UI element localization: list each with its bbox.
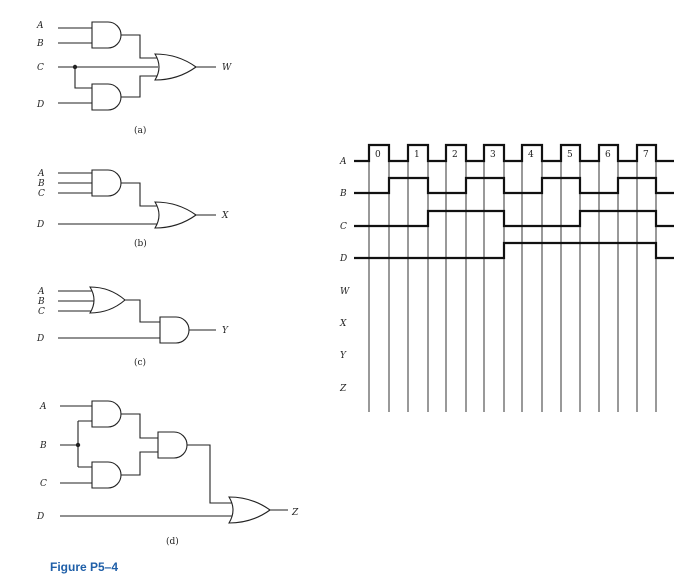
circuit-c-wire-to-and	[125, 299, 160, 323]
circuit-a-input-b: B	[36, 39, 44, 49]
circuit-c-caption: (c)	[134, 357, 146, 368]
circuit-d-input-d: D	[36, 512, 44, 522]
pulse-label-7: 7	[643, 150, 649, 160]
pulse-label-6: 6	[605, 150, 611, 160]
circuit-b-caption: (b)	[134, 238, 147, 249]
timing-label-c: C	[340, 222, 347, 232]
waveform-d	[354, 241, 674, 260]
pulse-label-4: 4	[528, 150, 534, 160]
circuit-b-wires-in	[58, 172, 158, 225]
circuit-d-input-b: B	[39, 441, 47, 451]
timing-diagram: A B C D W X Y Z 0 1 2 3 4 5 6 7	[339, 143, 674, 412]
and-gate-a2	[91, 83, 122, 111]
circuit-c-input-b: B	[37, 297, 45, 307]
timing-gridlines	[368, 145, 657, 412]
waveform-c	[354, 209, 674, 228]
timing-label-b: B	[339, 189, 347, 199]
timing-label-w: W	[340, 287, 350, 297]
circuit-c-output-y: Y	[222, 326, 229, 336]
circuit-b: A B C D X (b)	[36, 169, 229, 249]
circuit-a-output-w: W	[222, 63, 232, 73]
circuit-d: A B C D Z (d)	[36, 400, 299, 547]
circuit-d-output-z: Z	[291, 508, 299, 518]
circuit-a-junction	[72, 64, 78, 70]
pulse-label-1: 1	[414, 150, 420, 160]
circuit-d-input-a: A	[39, 402, 47, 412]
and-gate-b	[91, 169, 122, 197]
circuit-d-wire-to-or	[187, 444, 232, 504]
circuit-a: A B C D W (a)	[36, 21, 232, 136]
circuit-d-input-c: C	[40, 479, 47, 489]
waveform-b	[354, 176, 674, 195]
pulse-label-3: 3	[490, 150, 496, 160]
circuit-b-input-a: A	[37, 169, 45, 179]
pulse-label-2: 2	[452, 150, 458, 160]
timing-label-z: Z	[339, 384, 347, 394]
circuit-b-wire-to-or	[121, 182, 158, 207]
figure-title: Figure P5–4	[50, 560, 119, 574]
or-gate-b	[154, 201, 197, 229]
circuit-c-input-c: C	[38, 307, 45, 317]
pulse-label-5: 5	[567, 150, 573, 160]
circuit-a-caption: (a)	[134, 125, 146, 136]
circuit-a-input-d: D	[36, 100, 44, 110]
and-gate-c	[159, 316, 190, 344]
circuit-c: A B C D Y (c)	[36, 286, 229, 368]
circuit-a-input-a: A	[36, 21, 44, 31]
timing-label-y: Y	[340, 351, 347, 361]
and-gate-d3	[157, 431, 188, 459]
circuit-d-wires-in	[60, 405, 232, 517]
circuit-a-input-c: C	[37, 63, 44, 73]
circuit-d-wires-mid	[121, 413, 158, 476]
pulse-label-0: 0	[375, 150, 381, 160]
and-gate-a1	[91, 21, 122, 49]
timing-label-d: D	[339, 254, 347, 264]
and-gate-d1	[91, 400, 122, 428]
or-gate-c	[89, 286, 126, 314]
circuit-b-input-c: C	[38, 189, 45, 199]
timing-label-x: X	[339, 319, 347, 329]
circuit-a-wires-to-or	[121, 34, 158, 98]
circuit-b-input-b: B	[37, 179, 45, 189]
circuit-b-output-x: X	[221, 211, 229, 221]
circuit-c-input-a: A	[37, 287, 45, 297]
and-gate-d2	[91, 461, 122, 489]
waveform-a	[354, 143, 674, 163]
circuit-d-junction	[75, 442, 81, 448]
circuit-c-wires-in	[58, 290, 160, 339]
or-gate-a	[154, 53, 197, 81]
circuit-b-input-d: D	[36, 220, 44, 230]
circuit-c-input-d: D	[36, 334, 44, 344]
circuit-d-caption: (d)	[166, 536, 179, 547]
circuit-a-wires-ab	[58, 27, 92, 44]
or-gate-d	[228, 496, 271, 524]
timing-label-a: A	[339, 157, 347, 167]
